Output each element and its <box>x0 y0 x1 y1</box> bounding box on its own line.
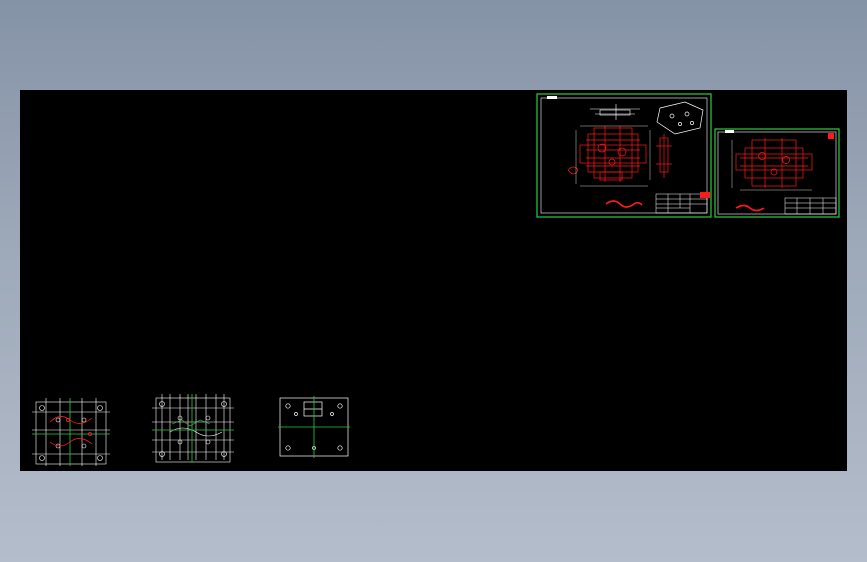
sheet-1-title-block <box>655 193 708 214</box>
drawing-sheet-2[interactable] <box>714 128 840 218</box>
view-3-drawing[interactable] <box>278 396 350 458</box>
sheet-1-stamp <box>700 192 710 198</box>
sheet-1-corner-tag <box>547 96 557 99</box>
sheet-1-signature <box>605 200 643 208</box>
sheet-2-stamp <box>828 133 834 139</box>
drawing-sheet-1[interactable] <box>536 93 712 218</box>
sheet-2-border <box>714 128 840 218</box>
sheet-2-dimensions <box>731 140 812 191</box>
view-1-drawing[interactable] <box>32 398 110 466</box>
view-2-drawing[interactable] <box>152 394 234 463</box>
sheet-1-dimensions <box>575 125 651 187</box>
sheet-2-corner-tag <box>725 130 734 133</box>
cad-drawing <box>32 93 840 466</box>
sheet-1-side-view <box>656 134 672 178</box>
sheet-1-inner-frame <box>540 97 708 214</box>
sheet-2-signature <box>735 204 765 212</box>
sheet-2-inner-frame <box>717 131 837 215</box>
sheet-1-border <box>536 93 712 218</box>
sheet-2-main-view <box>735 138 813 188</box>
sheet-1-main-view <box>567 126 647 182</box>
sheet-1-top-view <box>590 104 640 120</box>
sheet-2-title-block <box>784 197 837 215</box>
drawing-canvas[interactable] <box>20 90 847 471</box>
sheet-1-isometric-view <box>656 101 704 135</box>
